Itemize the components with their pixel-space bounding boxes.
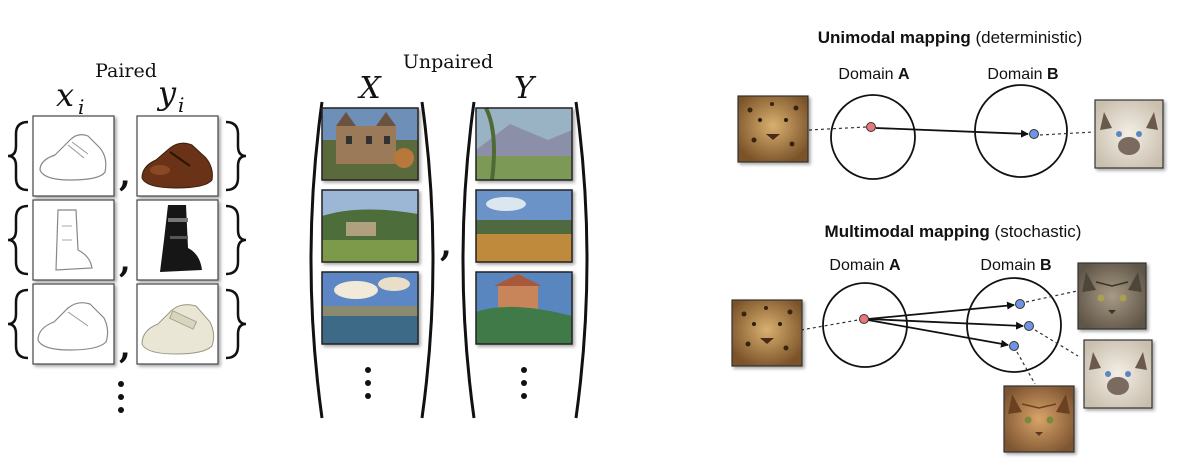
domain-b-circle [974, 84, 1068, 178]
paired-col-y-subscript: i [178, 93, 184, 117]
domain-a-prefix: Domain [829, 257, 889, 274]
leopard-photo-image [737, 95, 809, 163]
boot-sketch-image [32, 199, 115, 281]
paired-row: , [7, 115, 247, 197]
mapping-arrow [867, 318, 1024, 330]
multimodal-title-bold: Multimodal mapping [825, 222, 990, 241]
right-curly-brace [225, 288, 247, 360]
mapping-arrow [867, 319, 1009, 348]
paired-row: , [7, 199, 247, 281]
domain-a-circle [830, 94, 916, 180]
orange-tabby-cat-photo-image [1003, 385, 1075, 453]
paired-section: Paired x i y i , [7, 60, 247, 413]
unimodal-title-rest: (deterministic) [971, 28, 1082, 47]
shoe-sketch-image [32, 115, 115, 197]
multimodal-domain-a-label: Domain A [829, 257, 901, 274]
set-comma: , [440, 225, 452, 265]
paired-col-y-label: y [156, 74, 177, 112]
target-point [1009, 341, 1019, 351]
unimodal-section: Unimodal mapping (deterministic) Domain … [737, 28, 1164, 180]
domain-b-prefix: Domain [987, 66, 1047, 83]
cezanne-village-painting-image [475, 271, 573, 345]
unimodal-title: Unimodal mapping (deterministic) [818, 28, 1082, 47]
siamese-cat-photo-image [1083, 339, 1153, 409]
paired-header-x: x i [56, 76, 84, 119]
cezanne-field-painting-image [475, 189, 573, 263]
left-curly-brace [7, 204, 29, 276]
unimodal-domain-b-label: Domain B [987, 66, 1058, 83]
right-parenthesis [420, 101, 435, 419]
left-parenthesis [309, 101, 324, 419]
mapping-arrow [867, 301, 1015, 320]
unpaired-set-x-label: X [357, 71, 382, 106]
mapping-arrow [875, 127, 1029, 138]
siamese-cat-photo-image [1094, 99, 1164, 169]
domain-b-letter: B [1040, 257, 1052, 274]
target-point [1015, 299, 1025, 309]
unimodal-domain-a-label: Domain A [838, 66, 910, 83]
source-point [866, 122, 876, 132]
pair-comma: , [119, 241, 131, 281]
white-velcro-shoe-image [136, 283, 219, 365]
paired-title: Paired [95, 60, 157, 82]
target-point [1024, 321, 1034, 331]
unpaired-section: Unpaired X Y [309, 51, 589, 419]
target-link-dashed [1025, 290, 1078, 303]
paired-col-x-label: x [56, 76, 74, 114]
vertical-ellipsis [365, 367, 371, 399]
right-curly-brace [225, 204, 247, 276]
domain-b-letter: B [1047, 66, 1059, 83]
domain-a-letter: A [898, 66, 910, 83]
paired-row: , [7, 283, 247, 367]
velcro-shoe-sketch-image [32, 283, 115, 365]
target-link-dashed [1034, 329, 1079, 357]
source-link-dashed [808, 126, 867, 131]
unpaired-title: Unpaired [403, 51, 493, 73]
domain-a-prefix: Domain [838, 66, 898, 83]
black-biker-boot-image [136, 199, 219, 281]
unimodal-title-bold: Unimodal mapping [818, 28, 971, 47]
unpaired-set-y-label: Y [514, 71, 537, 106]
right-parenthesis [574, 101, 589, 419]
left-curly-brace [7, 120, 29, 192]
brown-oxford-shoe-image [136, 115, 219, 197]
tabby-cat-photo-image [1077, 262, 1147, 330]
domain-b-circle [966, 277, 1062, 373]
countryside-photo-image [321, 189, 419, 263]
source-point [859, 314, 869, 324]
target-link-dashed [1016, 351, 1036, 385]
target-point [1029, 129, 1039, 139]
paired-header-y: y i [156, 74, 184, 117]
right-curly-brace [225, 120, 247, 192]
castle-photo-image [321, 107, 419, 181]
river-landscape-photo-image [321, 271, 419, 345]
paired-col-x-subscript: i [78, 95, 84, 119]
domain-b-prefix: Domain [980, 257, 1040, 274]
source-link-dashed [800, 319, 859, 331]
cezanne-mountain-painting-image [475, 107, 573, 181]
pair-comma: , [119, 327, 131, 367]
multimodal-title: Multimodal mapping (stochastic) [825, 222, 1082, 241]
domain-a-letter: A [889, 257, 901, 274]
left-curly-brace [7, 288, 29, 360]
multimodal-title-rest: (stochastic) [990, 222, 1082, 241]
pair-comma: , [119, 155, 131, 195]
left-parenthesis [461, 101, 476, 419]
domain-a-circle [822, 282, 908, 368]
vertical-ellipsis [521, 367, 527, 399]
leopard-photo-image [731, 299, 803, 367]
multimodal-domain-b-label: Domain B [980, 257, 1051, 274]
multimodal-section: Multimodal mapping (stochastic) Domain A… [731, 222, 1153, 453]
vertical-ellipsis [118, 381, 124, 413]
